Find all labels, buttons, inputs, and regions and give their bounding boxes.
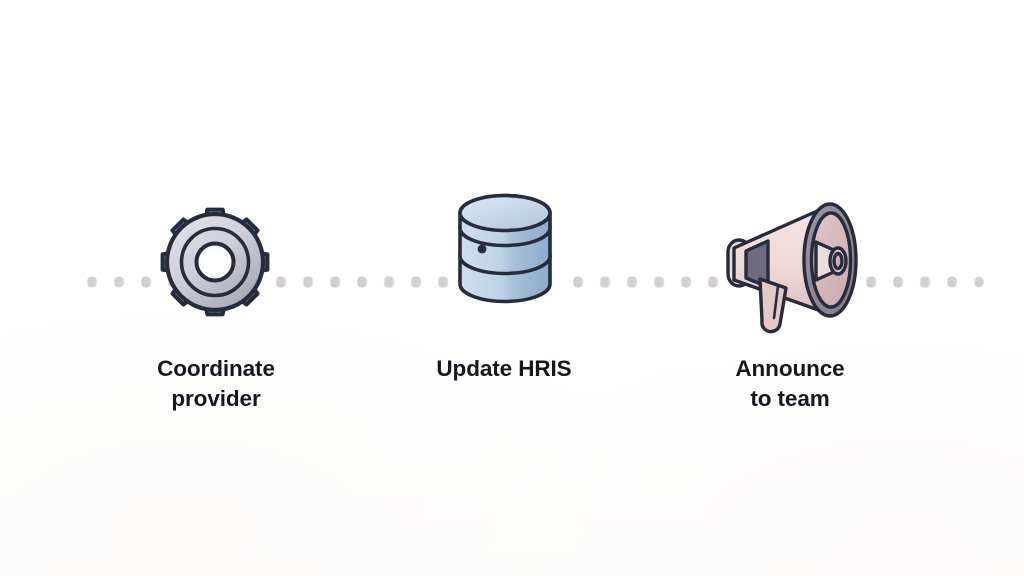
megaphone-handle-seam [772, 284, 780, 320]
database-icon [458, 193, 552, 304]
flow-step-label-line-1: Announce [735, 356, 845, 381]
database-top-cap [458, 193, 552, 233]
gear-inner-ring [179, 226, 251, 298]
flow-step-label: Coordinate provider [86, 354, 346, 414]
flow-step-label-line-1: Coordinate [157, 356, 275, 381]
flow-step-label: Update HRIS [374, 354, 634, 384]
flow-step-label-line-2: provider [171, 386, 261, 411]
flow-step-update-hris[interactable]: Update HRIS [374, 186, 634, 384]
megaphone-icon [726, 202, 858, 334]
gear-center-hole [194, 241, 236, 283]
flow-step-label: Announce to team [660, 354, 920, 414]
flow-step-announce-to-team[interactable]: Announce to team [660, 186, 920, 414]
flow-step-coordinate-provider[interactable]: Coordinate provider [86, 186, 346, 414]
database-status-dot [477, 244, 487, 254]
megaphone-driver-core [832, 251, 844, 271]
flow-step-icon-slot [374, 186, 634, 338]
flow-step-icon-slot [86, 186, 346, 338]
flow-step-label-line-2: to team [750, 386, 830, 411]
flow-step-icon-slot [660, 186, 920, 338]
gear-icon [160, 207, 270, 317]
flow-step-label-line-1: Update HRIS [436, 356, 572, 381]
megaphone-handle [758, 277, 788, 334]
